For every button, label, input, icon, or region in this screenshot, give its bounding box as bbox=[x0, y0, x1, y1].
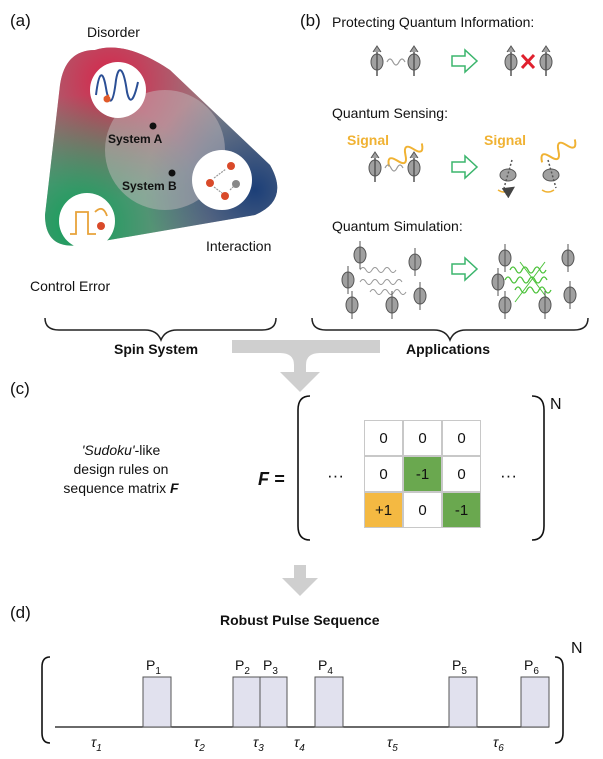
matrix-cell-orange: +1 bbox=[364, 492, 403, 528]
matrix-cell-green: -1 bbox=[403, 456, 442, 492]
spin-system-triangle bbox=[45, 47, 278, 246]
tau-label-5: τ5 bbox=[387, 734, 398, 754]
pulse-3 bbox=[259, 676, 288, 728]
disorder-icon bbox=[90, 62, 146, 118]
rule-line2: design rules on bbox=[73, 461, 169, 477]
matrix-cell-green: -1 bbox=[442, 492, 481, 528]
pulse-label-2: P2 bbox=[235, 657, 250, 677]
merge-arrow bbox=[232, 340, 380, 392]
spin-system-brace bbox=[44, 317, 277, 343]
panel-c-label: (c) bbox=[10, 379, 30, 398]
sensing-spins-after bbox=[497, 139, 577, 199]
down-arrow bbox=[282, 565, 318, 596]
sequence-left-bracket bbox=[41, 656, 51, 744]
pulse-label-3: P3 bbox=[263, 657, 278, 677]
pulse-2 bbox=[232, 676, 261, 728]
interaction-icon bbox=[192, 150, 252, 210]
sudoku-word: 'Sudoku' bbox=[81, 442, 135, 458]
pulse-1 bbox=[142, 676, 172, 728]
matrix-cell: 0 bbox=[403, 420, 442, 456]
protecting-heading: Protecting Quantum Information: bbox=[332, 14, 535, 30]
matrix-cell: 0 bbox=[403, 492, 442, 528]
tau-label-2: τ2 bbox=[194, 734, 205, 754]
matrix-exponent: N bbox=[550, 396, 562, 413]
pulse-label-5: P5 bbox=[452, 657, 467, 677]
matrix-cell: 0 bbox=[364, 456, 403, 492]
matrix-cell: 0 bbox=[364, 420, 403, 456]
spin-system-caption: Spin System bbox=[114, 341, 199, 357]
pulse-label-6: P6 bbox=[524, 657, 539, 677]
protecting-arrow bbox=[451, 48, 479, 74]
pulse-5 bbox=[448, 676, 478, 728]
disorder-label: Disorder bbox=[87, 24, 140, 40]
matrix-cell: 0 bbox=[442, 420, 481, 456]
sequence-title: Robust Pulse Sequence bbox=[220, 612, 380, 628]
matrix-symbol: F = bbox=[258, 469, 285, 489]
protecting-spins-before bbox=[370, 45, 421, 76]
applications-caption: Applications bbox=[406, 341, 491, 357]
rule-line3: sequence matrix bbox=[63, 480, 167, 496]
system-b-dot bbox=[168, 169, 176, 177]
sequence-matrix: 0 0 0 0 -1 0 +1 0 -1 bbox=[364, 420, 481, 528]
tau-label-1: τ1 bbox=[91, 734, 102, 754]
pulse-6 bbox=[520, 676, 550, 728]
tau-label-3: τ3 bbox=[253, 734, 264, 754]
simulation-arrow bbox=[451, 256, 479, 282]
protecting-spins-after bbox=[504, 45, 553, 76]
interaction-label: Interaction bbox=[206, 238, 272, 254]
panel-b-label: (b) bbox=[300, 11, 321, 30]
sensing-heading: Quantum Sensing: bbox=[332, 105, 448, 121]
sequence-exponent: N bbox=[571, 640, 583, 657]
control-error-label: Control Error bbox=[30, 278, 111, 294]
system-a-label: System A bbox=[108, 132, 163, 146]
design-rules-text: 'Sudoku'-like design rules on sequence m… bbox=[0, 441, 242, 498]
panel-d-label: (d) bbox=[10, 603, 31, 622]
matrix-ellipsis-right: ··· bbox=[500, 466, 517, 485]
panel-a-label: (a) bbox=[10, 11, 31, 30]
pulse-4 bbox=[314, 676, 344, 728]
simulation-spins-before bbox=[341, 241, 427, 319]
tau-label-4: τ4 bbox=[294, 734, 305, 754]
matrix-ellipsis-left: ··· bbox=[327, 466, 344, 485]
matrix-right-bracket bbox=[531, 395, 545, 541]
system-b-label: System B bbox=[122, 179, 177, 193]
signal-label-before: Signal bbox=[347, 132, 390, 148]
pulse-label-1: P1 bbox=[146, 657, 161, 677]
signal-label-after: Signal bbox=[484, 132, 527, 148]
rule-line3-symbol: F bbox=[170, 480, 179, 496]
simulation-heading: Quantum Simulation: bbox=[332, 218, 463, 234]
sensing-spins-before bbox=[368, 143, 424, 182]
applications-brace bbox=[311, 317, 589, 343]
system-a-dot bbox=[149, 122, 157, 130]
sensing-arrow bbox=[451, 154, 479, 180]
sequence-right-bracket bbox=[554, 656, 564, 744]
tau-label-6: τ6 bbox=[493, 734, 504, 754]
pulse-blocks bbox=[142, 676, 550, 728]
rule-line1-rest: -like bbox=[134, 442, 161, 458]
pulse-label-4: P4 bbox=[318, 657, 333, 677]
matrix-left-bracket bbox=[297, 395, 311, 541]
control-error-icon bbox=[59, 193, 115, 249]
simulation-spins-after bbox=[491, 244, 577, 319]
matrix-cell: 0 bbox=[442, 456, 481, 492]
